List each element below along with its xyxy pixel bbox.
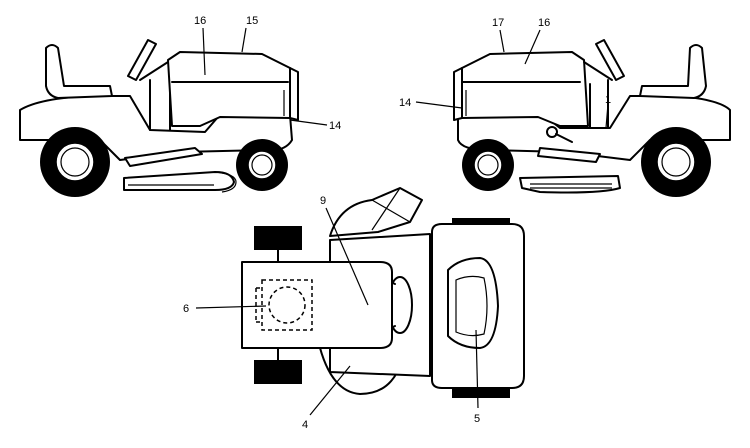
leader-6-top [195,305,267,309]
callout-1-right: 1 [605,94,611,106]
footrest-right [537,147,601,163]
leader-17-right [499,29,505,53]
hood-top [241,261,393,349]
callout-15-left: 15 [246,15,258,27]
seat-right [639,44,707,99]
hood-right [453,51,589,127]
leader-4-top [309,365,351,416]
callout-9-top: 9 [320,195,326,207]
leader-5-top [475,329,479,409]
callout-5-top: 5 [474,413,480,425]
mower-deck-left [123,171,237,193]
tractor-right-side-view: 17 16 14 1 [399,17,731,197]
leader-16-right [524,29,541,65]
callout-16-left: 16 [194,15,206,27]
callout-4-top: 4 [302,419,308,431]
tractor-left-side-view: 16 15 14 [19,15,341,197]
front-wheel-top-lower [254,360,302,384]
leader-1-right [605,103,609,129]
front-wheel-top-upper [254,226,302,250]
seat-top [447,257,499,349]
lift-lever-right [546,126,573,143]
callout-16-right: 16 [538,17,550,29]
tractor-top-view: 9 6 4 5 [183,187,525,431]
discharge-chute [329,187,423,237]
footrest-left [124,147,203,167]
leader-15-left [241,27,247,53]
callout-14-right: 14 [399,97,411,109]
mower-deck-right [519,175,621,194]
seat-left [45,44,113,99]
steering-wheel-left [127,39,169,81]
steering-wheel-right [583,39,625,81]
hood-left [167,51,299,127]
callout-17-right: 17 [492,17,504,29]
engine-dashed-outline [255,279,313,331]
leader-14-left [289,119,328,126]
callout-6-top: 6 [183,303,189,315]
leader-9-top [325,207,369,306]
front-wheel-left [236,139,288,191]
front-wheel-right [462,139,514,191]
rear-wheel-right [641,127,711,197]
callout-14-left: 14 [329,120,341,132]
rear-wheel-left [40,127,110,197]
leader-16-left [202,27,206,76]
leader-14-right [415,101,463,109]
